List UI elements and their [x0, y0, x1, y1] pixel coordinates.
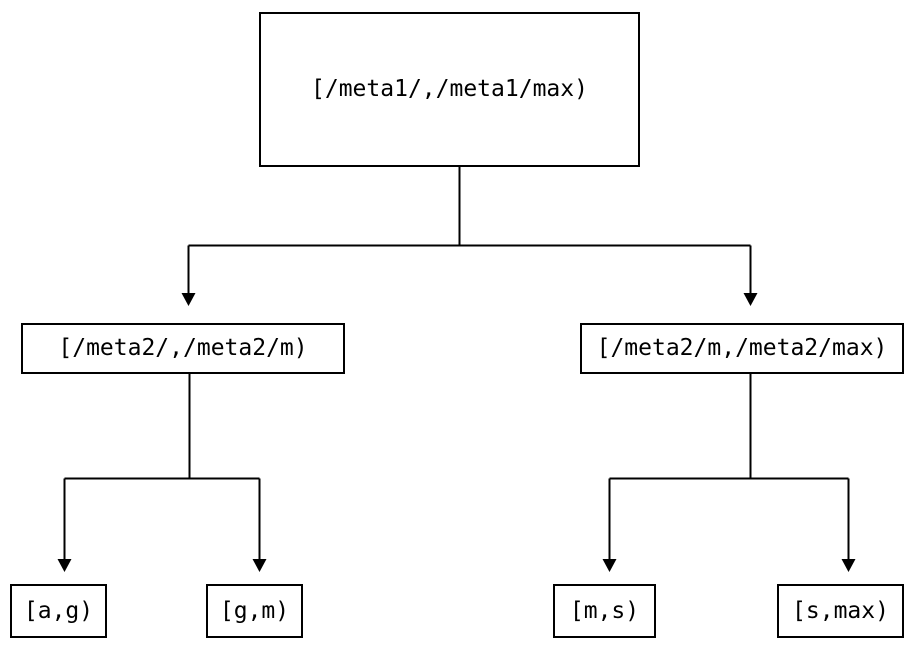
tree-node-mid-left[interactable]: [/meta2/,/meta2/m) [21, 323, 345, 374]
tree-node-mid-right[interactable]: [/meta2/m,/meta2/max) [580, 323, 904, 374]
tree-node-leaf-a-g-label: [a,g) [23, 597, 94, 624]
arrowhead-mid-left-to-leaf-ag [57, 559, 72, 572]
tree-node-leaf-a-g[interactable]: [a,g) [10, 584, 107, 638]
tree-node-leaf-m-s[interactable]: [m,s) [553, 584, 656, 638]
tree-node-leaf-s-max-label: [s,max) [792, 597, 889, 624]
tree-node-mid-left-label: [/meta2/,/meta2/m) [58, 335, 308, 361]
arrowhead-mid-right-to-leaf-smax [841, 559, 856, 572]
arrowhead-mid-left-to-leaf-gm [252, 559, 267, 572]
arrowhead-root-to-mid-right [743, 293, 758, 306]
arrowhead-mid-right-to-leaf-ms [602, 559, 617, 572]
arrowhead-root-to-mid-left [181, 293, 196, 306]
tree-node-leaf-m-s-label: [m,s) [569, 597, 640, 624]
tree-node-root[interactable]: [/meta1/,/meta1/max) [259, 12, 640, 167]
tree-node-leaf-s-max[interactable]: [s,max) [777, 584, 904, 638]
tree-node-leaf-g-m-label: [g,m) [219, 597, 290, 624]
tree-node-root-label: [/meta1/,/meta1/max) [311, 76, 588, 102]
tree-node-leaf-g-m[interactable]: [g,m) [206, 584, 303, 638]
tree-node-mid-right-label: [/meta2/m,/meta2/max) [596, 335, 888, 361]
